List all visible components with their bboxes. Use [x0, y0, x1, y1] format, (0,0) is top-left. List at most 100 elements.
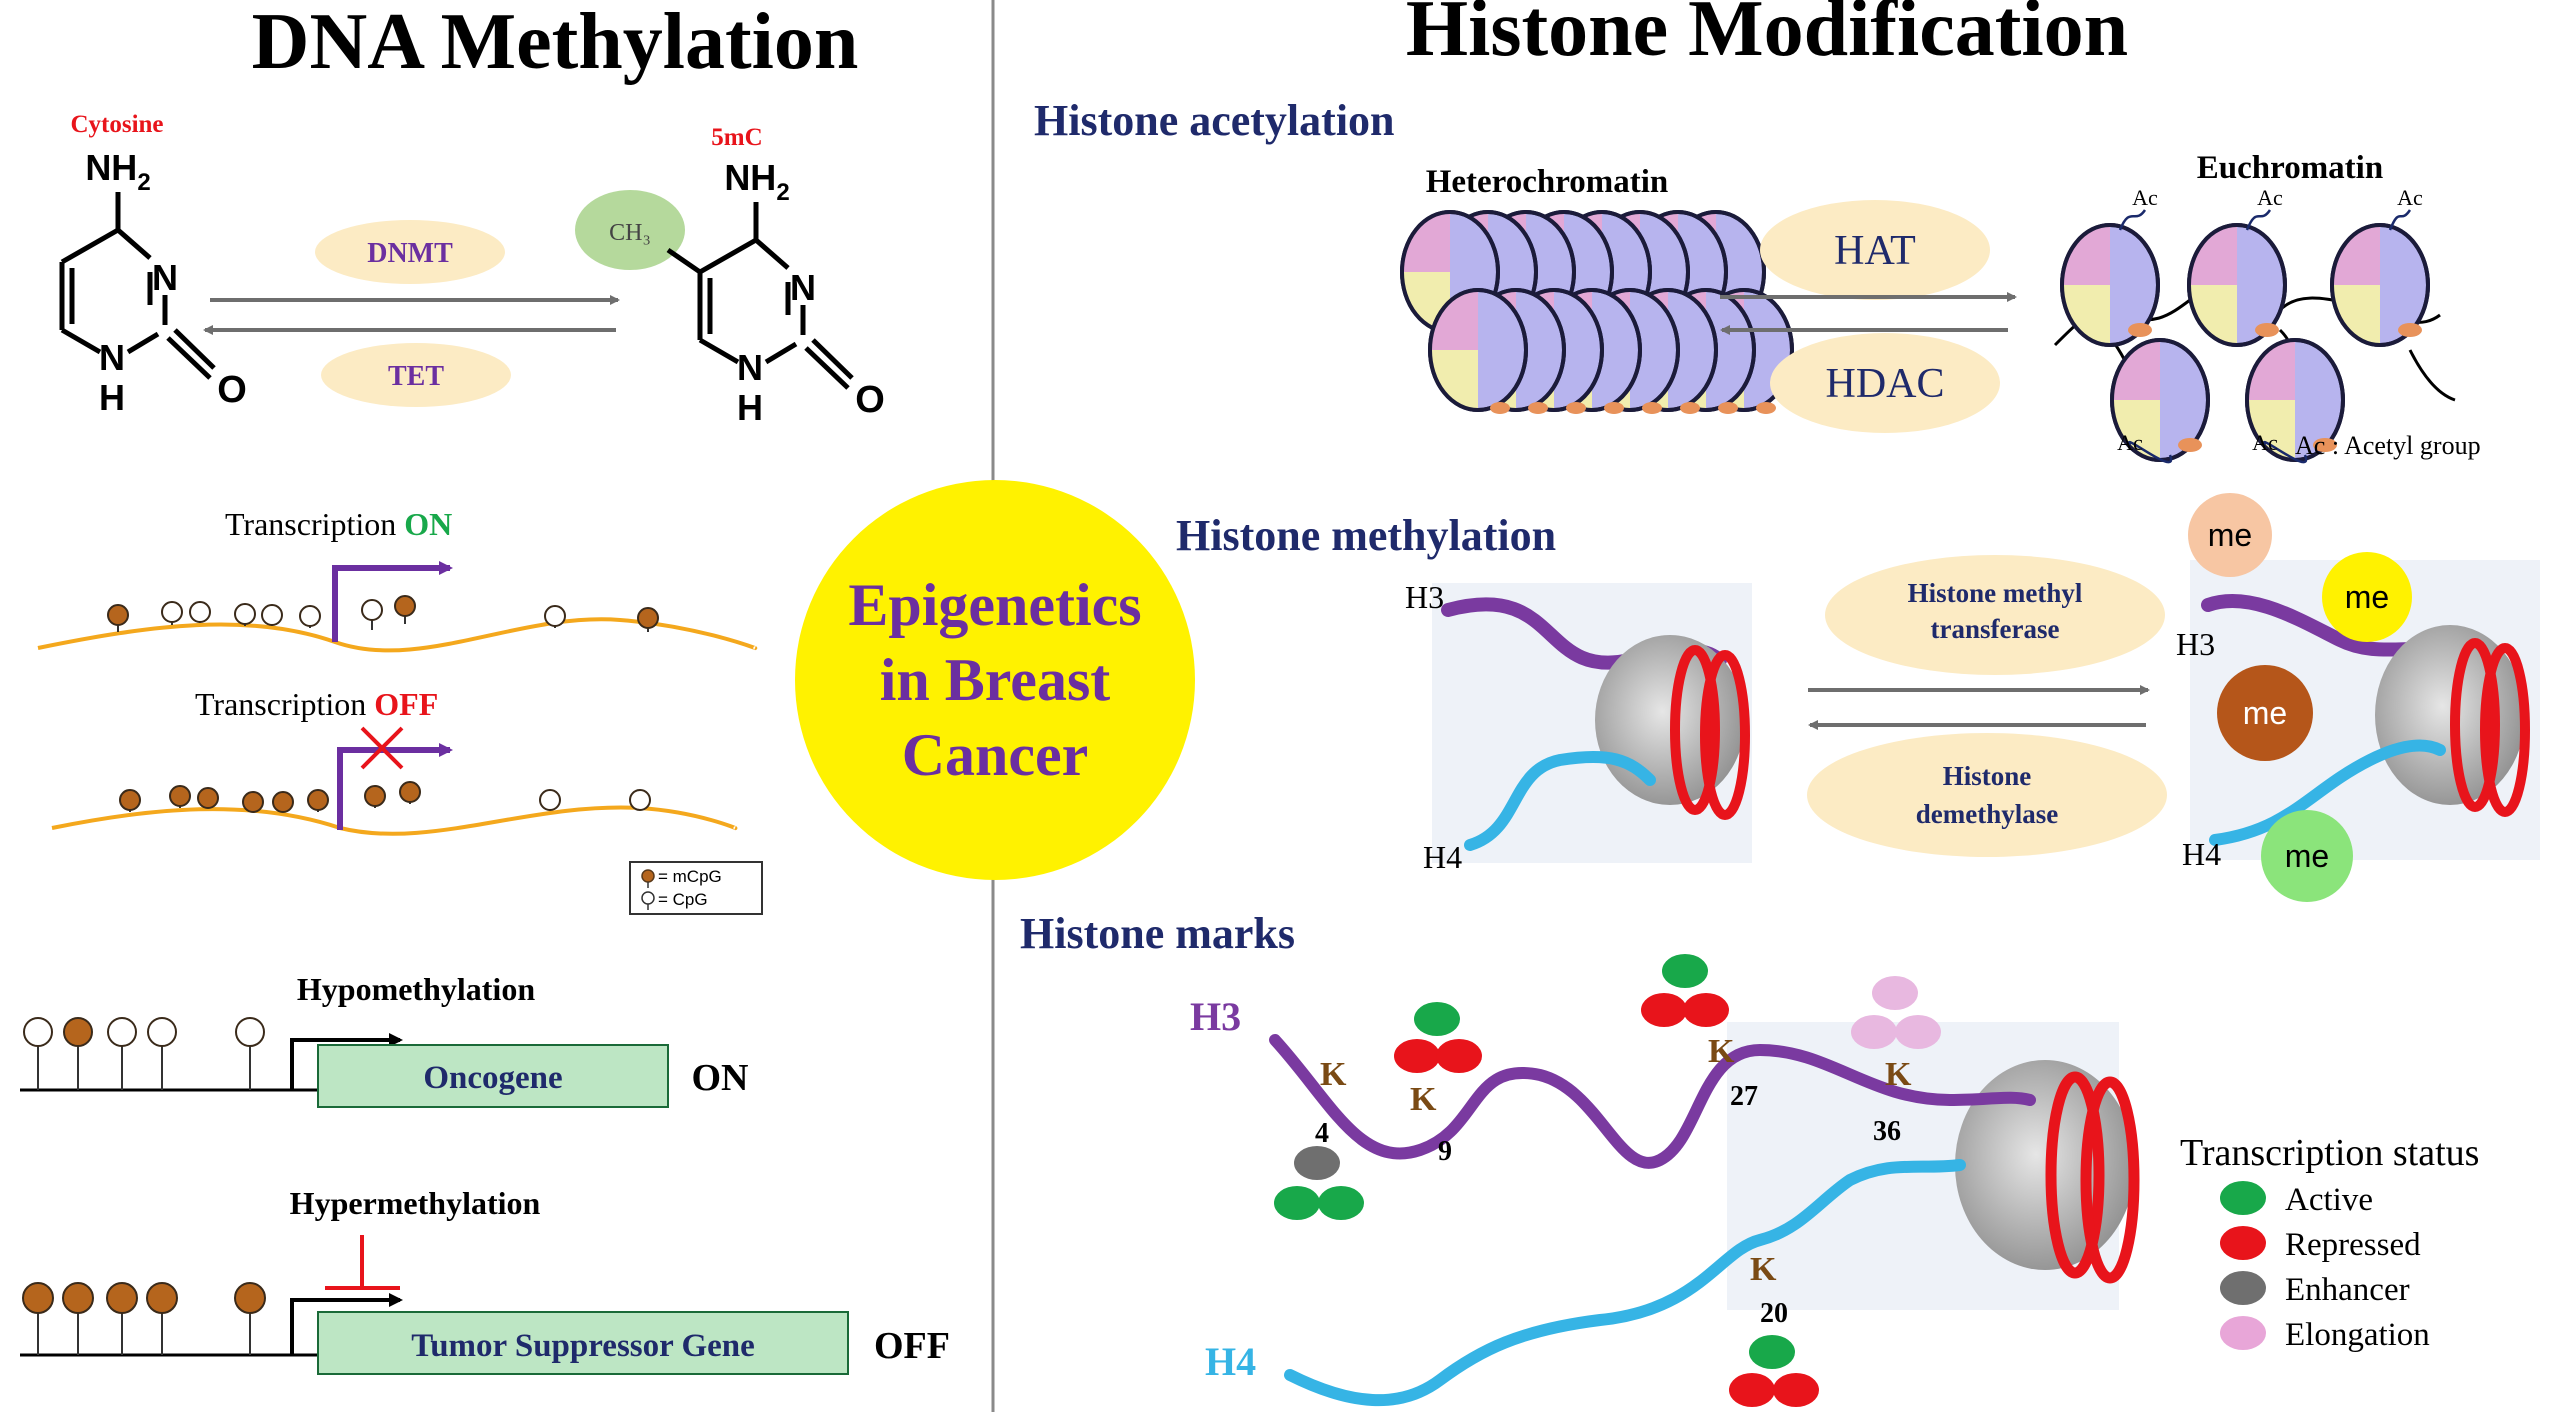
- status-elongation: Elongation: [2285, 1317, 2430, 1353]
- cpg-off-9: [629, 789, 651, 811]
- mark-dot-10: [1851, 1015, 1897, 1049]
- mark-dot-0: [1414, 1002, 1460, 1036]
- k36-letter: K: [1885, 1056, 1912, 1093]
- h4-label-after: H4: [2182, 836, 2221, 872]
- hetero-linker-6: [1718, 402, 1738, 414]
- cpg-off-3: [242, 791, 264, 813]
- transcription-off-label: Transcription OFF: [195, 686, 438, 722]
- eu-nucleosome-3: Ac: [2110, 338, 2210, 464]
- svg-text:N: N: [790, 267, 816, 308]
- cpg-sites-on: [107, 595, 659, 632]
- k4-letter: K: [1320, 1056, 1347, 1093]
- cpg-on-9: [637, 607, 659, 629]
- mark-dot-11: [1895, 1015, 1941, 1049]
- hyper-cpg-2: [106, 1282, 138, 1314]
- ac-tag-3: Ac: [2117, 430, 2143, 455]
- hetero-linker-1: [1528, 402, 1548, 414]
- tsg-state: OFF: [874, 1325, 950, 1367]
- heterochromatin-label: Heterochromatin: [1426, 164, 1669, 200]
- marks-h4-tail: [1284, 1159, 1966, 1407]
- dna-methylation-panel: DNA Methylation Cytosine NH2 N N H O: [20, 0, 950, 1375]
- cpg-on-6: [361, 599, 383, 621]
- hetero-linker-0: [1490, 402, 1510, 414]
- legend-mcpg: = mCpG: [658, 867, 722, 886]
- hypo-cpg-2: [107, 1017, 137, 1047]
- cpg-on-1: [161, 601, 183, 623]
- cpg-legend: = mCpG = CpG: [629, 861, 763, 915]
- hdac-label: HDAC: [1825, 361, 1944, 407]
- ch3-bubble: [575, 190, 685, 270]
- ch3-label: CH₃: [609, 220, 651, 246]
- eu-nucleosome-0: Ac: [2060, 185, 2160, 347]
- cpg-on-8: [544, 605, 566, 627]
- cpg-off-6: [364, 785, 386, 807]
- hyper-cpg-sites: [22, 1282, 266, 1355]
- five-mc-structure: 5mC CH₃ NH2 N N H O: [575, 124, 885, 428]
- dna-strand-off: [51, 805, 738, 836]
- dnmt-label: DNMT: [367, 238, 453, 269]
- hmt-line-2: transferase: [1931, 614, 2060, 644]
- me-label-2: me: [2243, 695, 2287, 731]
- status-title: Transcription status: [2180, 1132, 2479, 1174]
- hdm-line-2: demethylase: [1916, 799, 2058, 829]
- center-badge: Epigenetics in Breast Cancer: [795, 480, 1195, 880]
- hypo-cpg-4: [235, 1017, 265, 1047]
- oncogene-state: ON: [692, 1057, 749, 1099]
- k20-letter: K: [1750, 1251, 1777, 1288]
- mark-dot-13: [1729, 1373, 1775, 1407]
- mark-dot-2: [1436, 1039, 1482, 1073]
- status-enhancer: Enhancer: [2285, 1272, 2410, 1308]
- h3-label-before: H3: [1405, 579, 1444, 615]
- inhibition-mark: [325, 1235, 400, 1290]
- hyper-cpg-4: [234, 1282, 266, 1314]
- cpg-off-8: [539, 789, 561, 811]
- oncogene-box: [317, 1044, 669, 1108]
- histone-modification-panel: Histone Modification Histone acetylation…: [1020, 0, 2540, 1407]
- cpg-off-2: [197, 787, 219, 809]
- me-label-3: me: [2285, 838, 2329, 874]
- hypo-cpg-0: [23, 1017, 53, 1047]
- hyper-cpg-0: [22, 1282, 54, 1314]
- hetero-linker-5: [1680, 402, 1700, 414]
- tss-arrow-off: [337, 743, 453, 830]
- ac-tag-2: Ac: [2397, 185, 2423, 210]
- mark-dot-8: [1683, 993, 1729, 1027]
- svg-text:H: H: [737, 387, 763, 428]
- cpg-off-1: [169, 785, 191, 807]
- center-circle: [795, 480, 1195, 880]
- hyper-tss-arrow: [290, 1293, 403, 1355]
- marks-h3-label: H3: [1190, 994, 1241, 1039]
- k27-number: 27: [1730, 1081, 1758, 1112]
- hdm-line-1: Histone: [1943, 761, 2032, 791]
- mark-dot-7: [1641, 993, 1687, 1027]
- status-active-dot: [2220, 1181, 2266, 1215]
- h3-label-after: H3: [2176, 626, 2215, 662]
- cpg-on-4: [261, 604, 283, 626]
- tet-label: TET: [388, 361, 444, 392]
- eu-nucleosome-2: Ac: [2330, 185, 2430, 347]
- center-line-1: Epigenetics: [848, 572, 1141, 638]
- cytosine-structure: Cytosine NH2 N N H O: [59, 111, 247, 418]
- ac-tag-4: Ac: [2252, 430, 2278, 455]
- me-bubble-3: [2261, 810, 2353, 902]
- mark-dot-3: [1294, 1146, 1340, 1180]
- k27-letter: K: [1708, 1033, 1735, 1070]
- cpg-on-3: [234, 603, 256, 625]
- h4-label-before: H4: [1423, 839, 1462, 875]
- svg-text:NH2: NH2: [724, 157, 789, 206]
- k36-number: 36: [1873, 1116, 1901, 1147]
- k4-number: 4: [1315, 1118, 1329, 1149]
- status-repressed-dot: [2220, 1226, 2266, 1260]
- center-line-3: Cancer: [902, 722, 1089, 788]
- cpg-off-4: [272, 791, 294, 813]
- hypo-cpg-3: [147, 1017, 177, 1047]
- marks-heading: Histone marks: [1020, 909, 1295, 958]
- cpg-on-2: [189, 601, 211, 623]
- status-elongation-dot: [2220, 1316, 2266, 1350]
- transcription-status-legend: Transcription status Active Repressed En…: [2180, 1132, 2479, 1353]
- hyper-cpg-3: [146, 1282, 178, 1314]
- blocked-mark: [360, 726, 404, 770]
- me-bubble-0: [2188, 493, 2272, 577]
- svg-text:N: N: [737, 347, 763, 388]
